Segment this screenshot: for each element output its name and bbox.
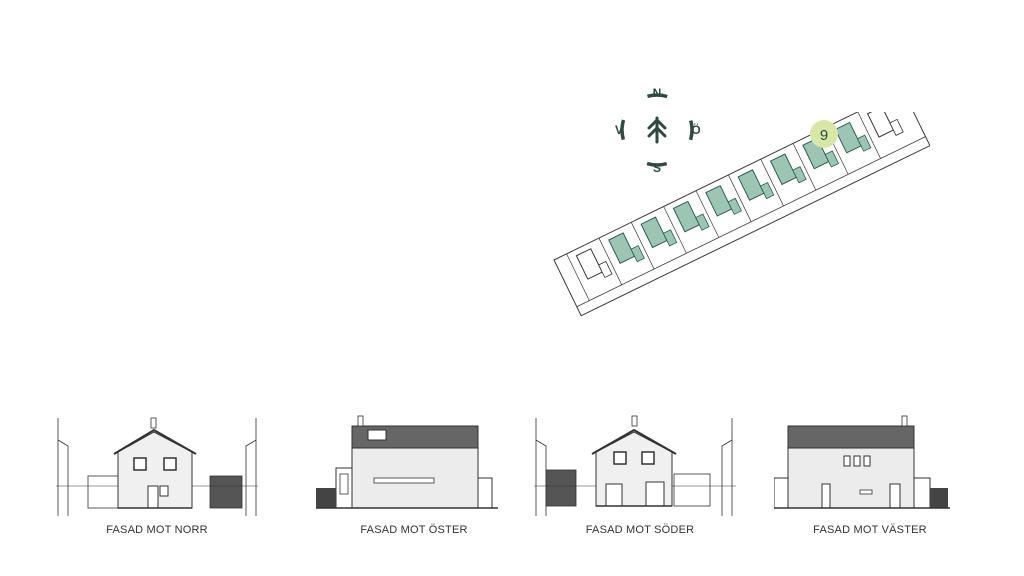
house-footprint [737,169,765,201]
compass-north-label: N [653,86,662,100]
lot-boundary [663,206,687,254]
elevation-south-drawing [534,415,736,516]
annex-footprint [727,197,742,215]
lot-boundary [630,222,655,270]
house-east [316,415,498,509]
road-edge [576,136,926,308]
annex-footprint [662,229,678,247]
north-arrow-icon [647,116,667,144]
annex-footprint [824,150,840,168]
annex-footprint [856,134,872,152]
lot-number-label: 9 [820,127,828,144]
house-footprint [769,153,797,186]
house-footprint [575,248,603,280]
lot-boundary [598,237,623,285]
house-footprint [802,137,830,170]
elevation-west-drawing [774,415,950,509]
compass-west-label: V [615,123,623,137]
compass-ring [620,93,694,167]
house-north [113,417,197,509]
elevation-east-drawing [316,415,498,509]
house-south [591,415,677,507]
house-footprint [608,232,636,265]
house-footprint [866,112,895,138]
site-boundary [553,112,930,317]
compass-east-label: Ö [691,122,700,137]
elevation-north-drawing [56,417,258,516]
elevation-north-caption: FASAD MOT NORR [106,524,208,536]
elevation-east-caption: FASAD MOT ÖSTER [360,524,468,536]
site-plan: 9 [553,112,930,317]
annex-footprint [695,213,710,231]
elevation-west-caption: FASAD MOT VÄSTER [813,524,927,536]
lot-boundary [566,253,590,301]
lot-9-highlight [810,120,838,148]
compass-rose: N Ö S V [615,86,700,174]
annex-footprint [759,181,775,200]
lot-boundary [792,143,817,191]
annex-footprint [630,245,645,263]
house-footprint [640,216,668,249]
annex-footprint [792,166,807,184]
lot-boundary [760,159,784,207]
house-west [774,415,950,509]
house-footprint [705,184,733,217]
elevation-south-caption: FASAD MOT SÖDER [585,524,695,536]
lot-boundary [728,174,752,222]
house-footprint [834,121,862,154]
house-footprint [672,200,700,233]
lot-boundary [695,190,720,238]
annex-footprint [889,118,904,136]
compass-south-label: S [653,161,661,174]
annex-footprint [598,260,613,279]
lot-boundary [857,112,881,159]
